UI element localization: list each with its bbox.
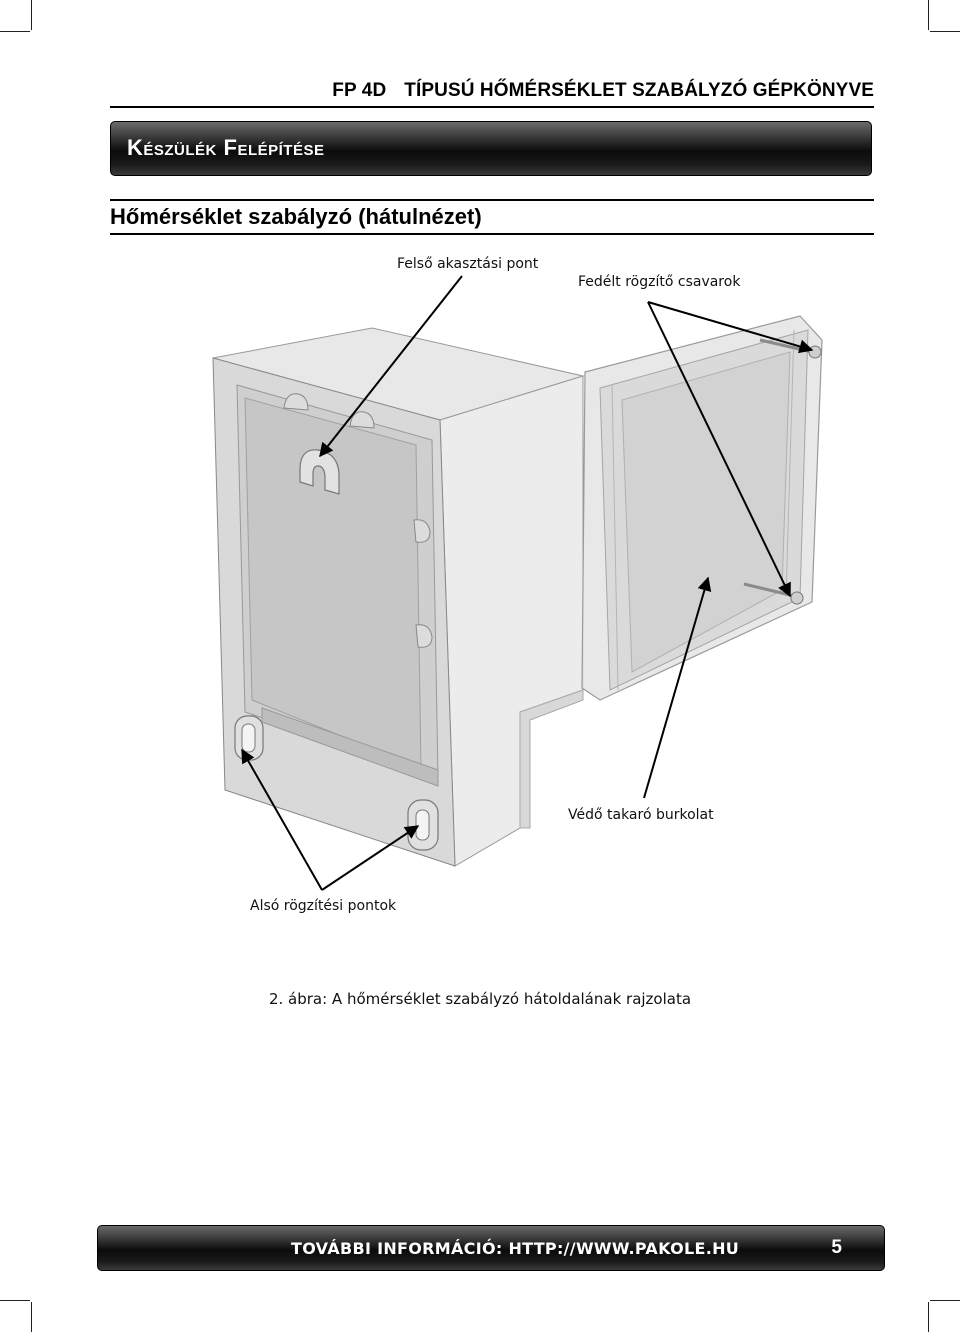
bottom-mount-left-hole [241, 723, 256, 753]
screw-head-top [808, 345, 822, 359]
callout-covered-screws: Fedélt rögzítő csavarok [578, 274, 741, 290]
arrow-screw-top [647, 301, 814, 354]
footer-info-link[interactable]: TOVÁBBI INFORMÁCIÓ: HTTP://WWW.PAKOLE.HU [291, 1239, 740, 1258]
side-tab [415, 624, 433, 648]
top-tab [349, 411, 375, 429]
screw-head-bottom [790, 591, 804, 605]
top-hanger-slot [299, 449, 340, 495]
bottom-mount-right-hole [415, 809, 430, 841]
crop-mark [0, 1300, 30, 1301]
section-banner: Készülék Felépítése [110, 121, 872, 176]
section-title: Készülék Felépítése [127, 135, 325, 160]
footer-banner: TOVÁBBI INFORMÁCIÓ: HTTP://WWW.PAKOLE.HU… [97, 1225, 885, 1271]
callout-bottom-mounts: Alsó rögzítési pontok [250, 898, 397, 914]
header-rule [110, 106, 874, 108]
cover-edge [785, 329, 795, 597]
crop-mark [928, 1302, 929, 1332]
device-back-view-drawing [212, 275, 823, 891]
top-tab [283, 393, 309, 411]
subheading: Hőmérséklet szabályzó (hátulnézet) [110, 204, 482, 229]
crop-mark [930, 31, 960, 32]
manual-title: TÍPUSÚ HŐMÉRSÉKLET SZABÁLYZÓ GÉPKÖNYVE [404, 80, 874, 101]
subheading-top-rule [110, 199, 874, 201]
housing-side-face [439, 375, 584, 867]
page-number: 5 [831, 1237, 842, 1258]
arrow-top-hanger [319, 275, 463, 458]
callout-protective-cover: Védő takaró burkolat [568, 807, 714, 823]
arrow-cover [643, 576, 712, 799]
arrow-mount-right [321, 825, 420, 891]
arrow-screw-bottom [647, 301, 791, 598]
model-name: FP 4D [332, 80, 387, 101]
crop-mark [930, 1300, 960, 1301]
crop-mark [928, 0, 929, 30]
lower-ledge [261, 707, 439, 787]
crop-mark [31, 0, 32, 30]
arrow-mount-left [241, 748, 323, 891]
subheading-bottom-rule [110, 233, 874, 235]
side-tab [413, 519, 431, 543]
figure-caption: 2. ábra: A hőmérséklet szabályzó hátolda… [268, 990, 692, 1008]
housing-step [519, 689, 584, 829]
document-header: FP 4D TÍPUSÚ HŐMÉRSÉKLET SZABÁLYZÓ GÉPKÖN… [332, 80, 874, 102]
cover-edge [611, 383, 619, 691]
crop-mark [31, 1302, 32, 1332]
callout-top-hanger: Felső akasztási pont [397, 256, 539, 272]
crop-mark [0, 31, 30, 32]
